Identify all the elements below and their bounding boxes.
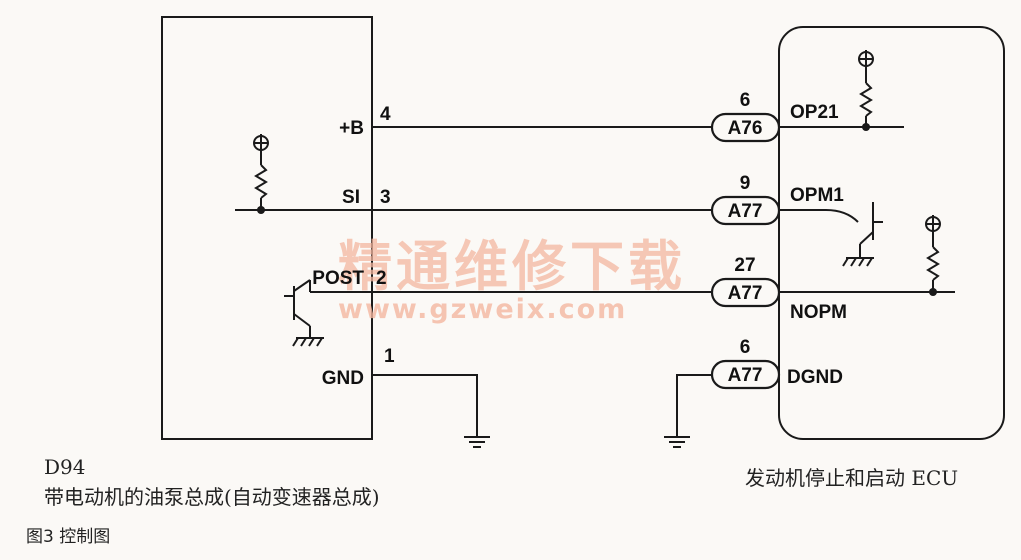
connector-a77-pin6 <box>710 359 781 390</box>
pin-label-si: SI <box>342 187 360 208</box>
transistor-opm1 <box>842 202 883 267</box>
left-module-code: D94 <box>44 455 86 479</box>
pin-label-gnd: GND <box>322 368 364 389</box>
watermark-line2: www.gzweix.com <box>338 294 627 325</box>
pin-number-a76-6: 6 <box>740 90 751 111</box>
pin-number-1: 1 <box>384 346 395 367</box>
pin-label-op21: OP21 <box>790 102 839 123</box>
pin-label-opm1: OPM1 <box>790 185 844 206</box>
pin-label-plus-b: +B <box>339 118 364 139</box>
pin-number-2: 2 <box>376 268 387 289</box>
connector-a77-pin27 <box>710 277 781 308</box>
pullup-resistor-nopm <box>925 215 941 292</box>
connector-code-a77-27: A77 <box>728 283 763 304</box>
transistor-post <box>284 279 324 347</box>
wire-gnd <box>372 374 478 436</box>
pin-label-dgnd: DGND <box>787 367 843 388</box>
right-module-title: 发动机停止和启动 ECU <box>745 466 959 490</box>
pin-label-post: POST <box>312 268 364 289</box>
left-module-title: 带电动机的油泵总成(自动变速器总成) <box>44 485 380 509</box>
connector-a76-pin6 <box>710 112 781 143</box>
pin-number-a77-6: 6 <box>740 337 751 358</box>
pin-number-a77-27: 27 <box>734 255 755 276</box>
pin-number-3: 3 <box>380 187 391 208</box>
ground-symbol-gnd <box>464 436 490 448</box>
ground-symbol-dgnd <box>664 436 690 448</box>
watermark-line1: 精通维修下载 <box>338 235 686 298</box>
connector-code-a77-9: A77 <box>728 201 763 222</box>
pullup-resistor-si <box>253 134 269 210</box>
right-module-box <box>778 26 1005 440</box>
figure-caption: 图3 控制图 <box>26 527 111 547</box>
wire-dgnd <box>676 374 712 436</box>
connector-a77-pin9 <box>710 195 781 226</box>
connector-code-a76: A76 <box>728 118 763 139</box>
pin-number-a77-9: 9 <box>740 173 751 194</box>
connector-code-a77-6: A77 <box>728 365 763 386</box>
pin-label-nopm: NOPM <box>790 302 847 323</box>
pullup-resistor-op21 <box>858 50 874 127</box>
pin-number-4: 4 <box>380 104 391 125</box>
left-module-box <box>161 16 373 440</box>
